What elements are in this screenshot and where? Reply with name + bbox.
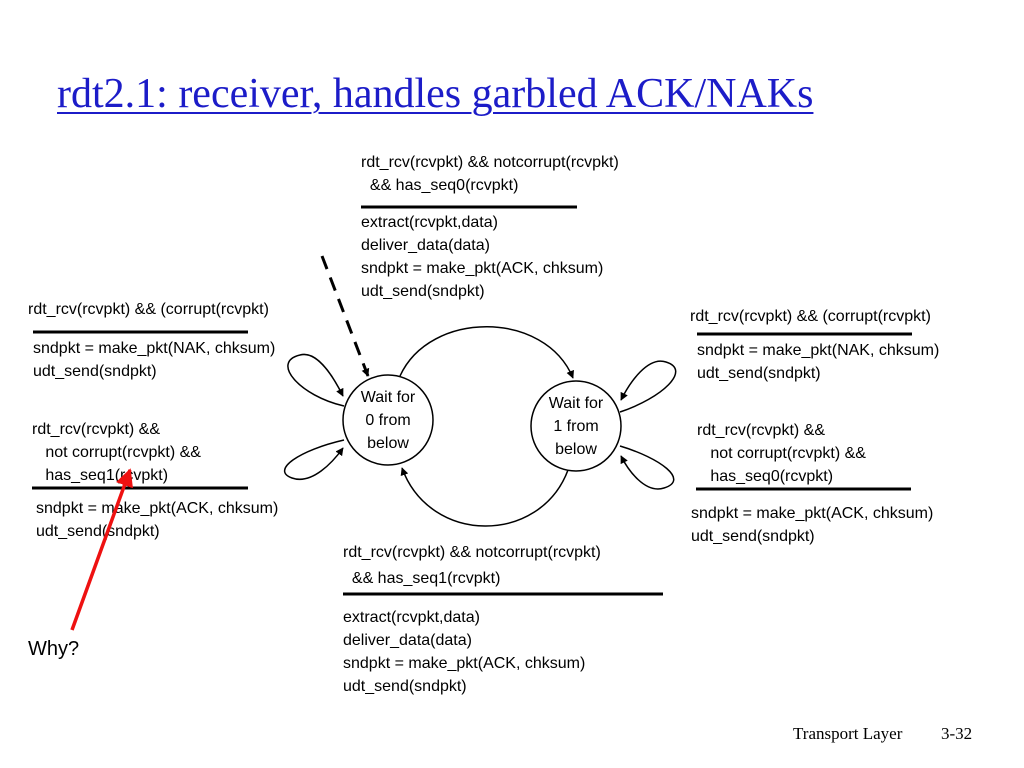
left-corrupt-event: rdt_rcv(rcvpkt) && (corrupt(rcvpkt)	[28, 301, 269, 318]
footer-page-number: 3-32	[941, 724, 973, 743]
right-corrupt-event: rdt_rcv(rcvpkt) && (corrupt(rcvpkt)	[690, 308, 931, 325]
left-seq-event: rdt_rcv(rcvpkt) && not corrupt(rcvpkt) &…	[32, 421, 201, 484]
self-loop-right-upper	[619, 360, 677, 413]
bottom-event: rdt_rcv(rcvpkt) && notcorrupt(rcvpkt) &&…	[343, 544, 601, 587]
state-wait-0	[342, 374, 434, 466]
self-loop-right-lower	[619, 445, 675, 490]
bottom-action: extract(rcvpkt,data)deliver_data(data)sn…	[343, 609, 586, 695]
transition-bottom-arrow	[400, 467, 569, 527]
top-action: extract(rcvpkt,data)deliver_data(data)sn…	[361, 214, 604, 300]
state-wait-1	[530, 380, 622, 472]
left-corrupt-action: sndpkt = make_pkt(NAK, chksum)udt_send(s…	[33, 340, 276, 380]
transition-top-arrow	[399, 326, 574, 379]
why-label: Why?	[28, 638, 80, 660]
slide-title: rdt2.1: receiver, handles garbled ACK/NA…	[57, 71, 814, 117]
right-seq-action: sndpkt = make_pkt(ACK, chksum)udt_send(s…	[691, 505, 934, 545]
top-event: rdt_rcv(rcvpkt) && notcorrupt(rcvpkt) &&…	[361, 154, 619, 194]
left-seq-action: sndpkt = make_pkt(ACK, chksum)udt_send(s…	[36, 500, 279, 540]
footer-section: Transport Layer	[793, 724, 903, 743]
self-loop-left-lower	[284, 439, 345, 481]
self-loop-left-upper	[287, 353, 345, 407]
right-corrupt-action: sndpkt = make_pkt(NAK, chksum)udt_send(s…	[697, 342, 940, 382]
right-seq-event: rdt_rcv(rcvpkt) && not corrupt(rcvpkt) &…	[697, 422, 866, 485]
